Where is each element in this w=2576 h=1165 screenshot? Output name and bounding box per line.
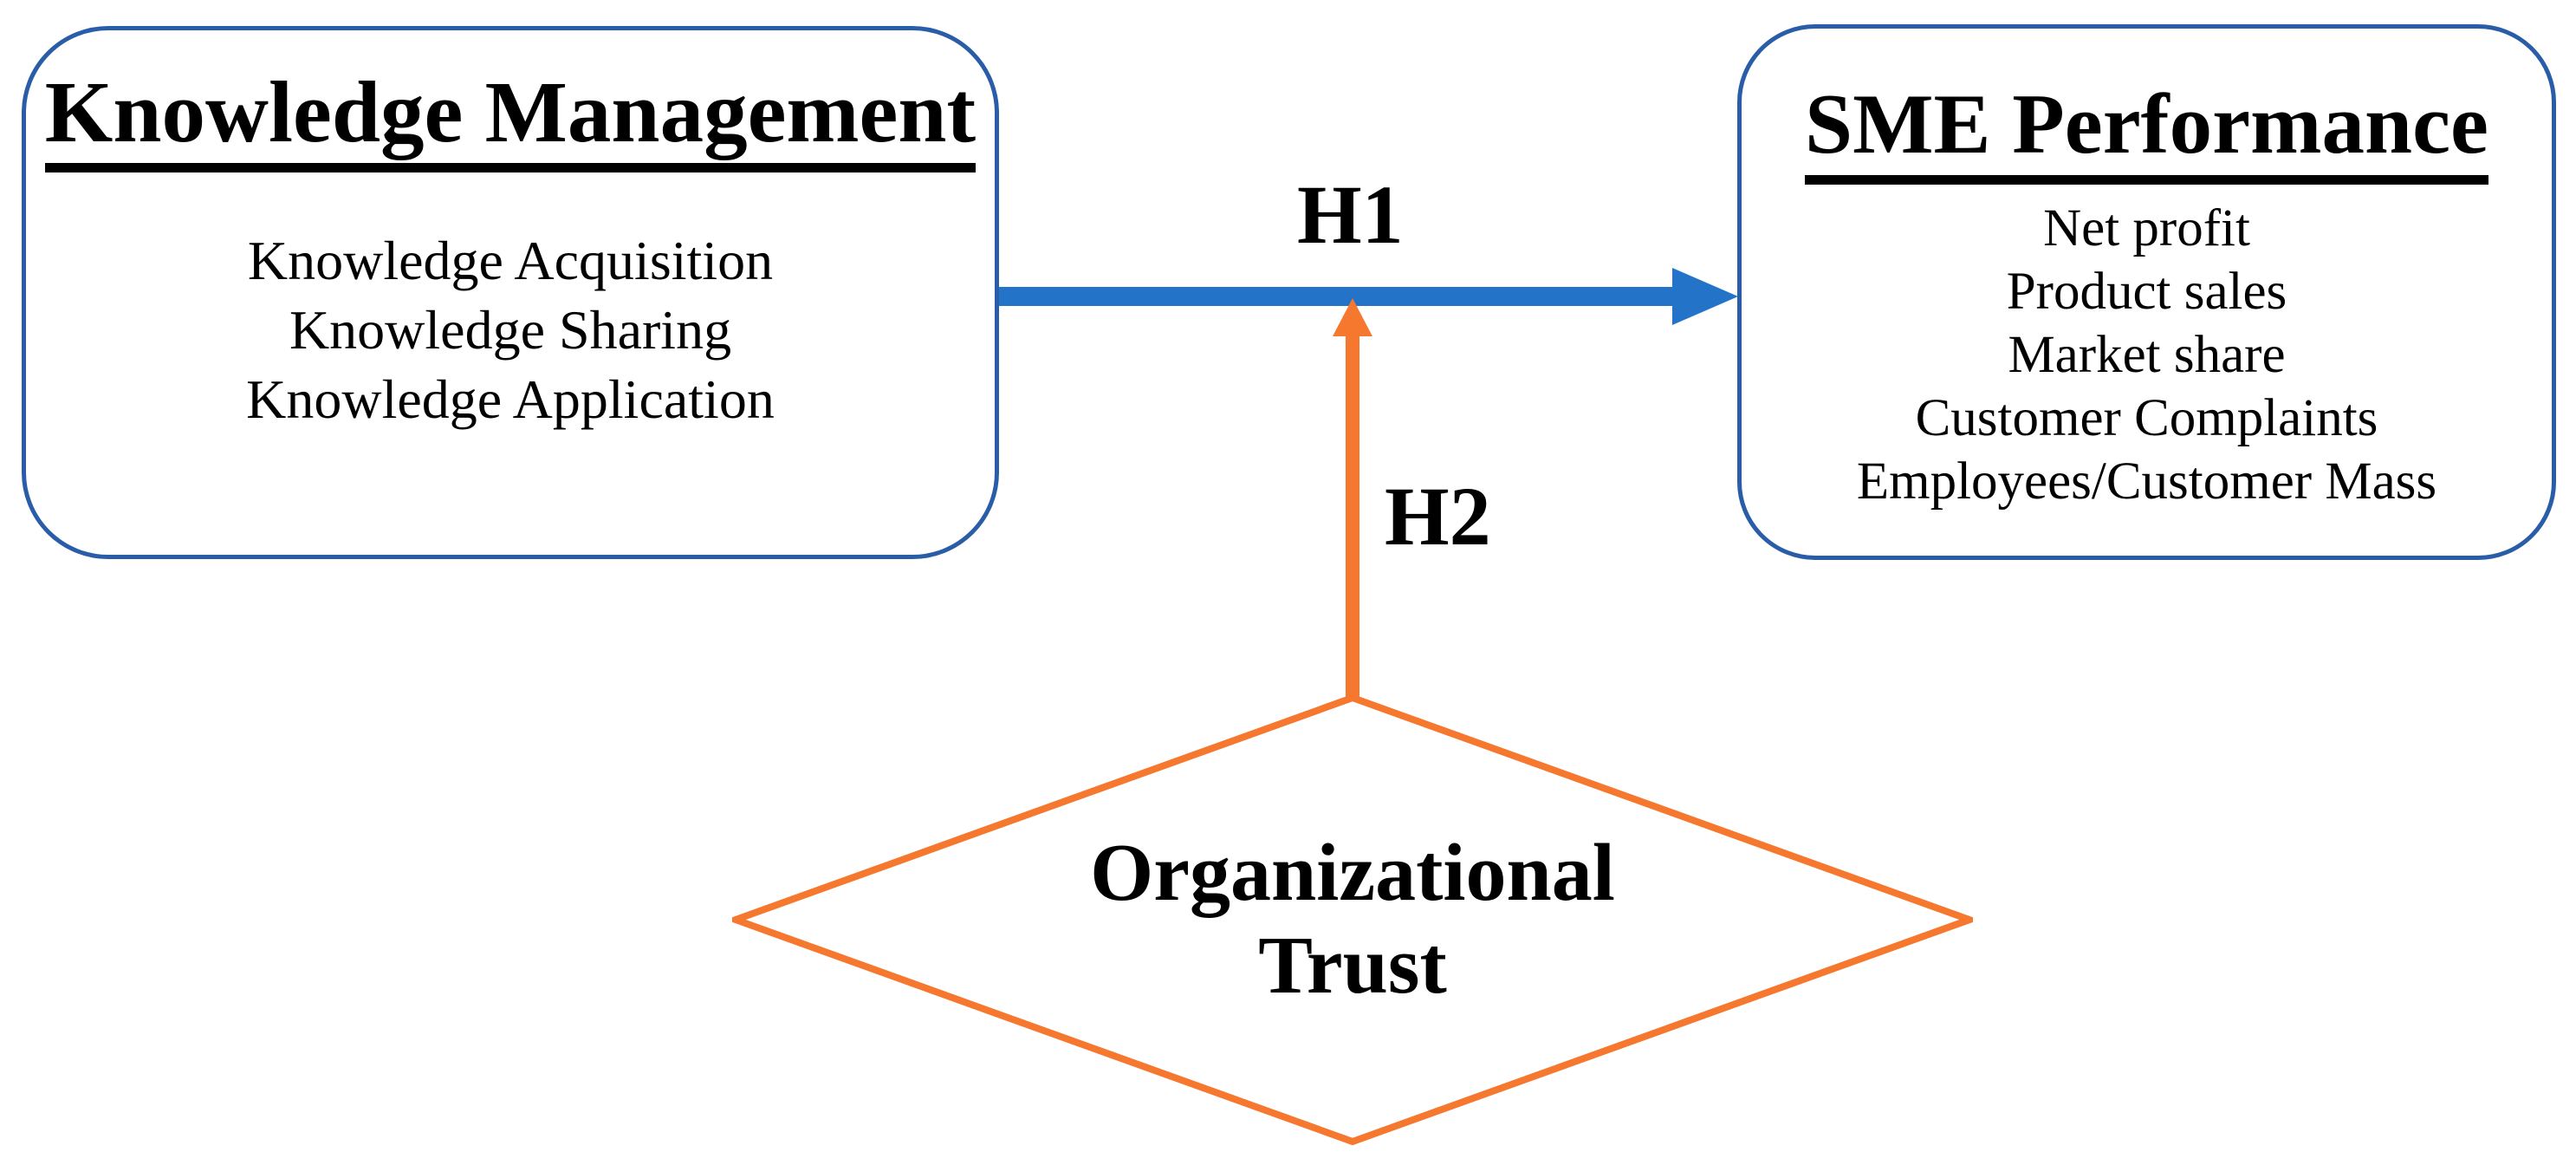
organizational-trust-line2: Trust — [1258, 921, 1447, 1011]
h2-arrow-shaft — [1346, 333, 1359, 700]
list-item: Market share — [2008, 325, 2286, 384]
h1-arrow-head-icon — [1672, 268, 1738, 325]
knowledge-management-list: Knowledge Acquisition Knowledge Sharing … — [246, 226, 775, 434]
diamond-shape — [732, 694, 1973, 1145]
knowledge-management-title: Knowledge Management — [44, 66, 977, 173]
list-item: Knowledge Acquisition — [247, 230, 774, 292]
list-item: Knowledge Application — [246, 368, 775, 431]
list-item: Product sales — [2006, 262, 2287, 321]
h1-label: H1 — [1297, 168, 1404, 261]
h2-arrow-head-icon — [1333, 298, 1372, 336]
list-item: Knowledge Sharing — [289, 299, 732, 361]
sme-performance-title: SME Performance — [1805, 80, 2488, 185]
organizational-trust-label: Organizational Trust — [732, 694, 1973, 1145]
sme-performance-box: SME Performance Net profit Product sales… — [1737, 24, 2556, 560]
sme-performance-list: Net profit Product sales Market share Cu… — [1857, 197, 2436, 513]
h1-arrow-shaft — [999, 287, 1674, 306]
organizational-trust-diamond: Organizational Trust — [732, 694, 1973, 1145]
list-item: Customer Complaints — [1915, 388, 2378, 447]
knowledge-management-box: Knowledge Management Knowledge Acquisiti… — [22, 26, 999, 559]
list-item: Net profit — [2043, 199, 2250, 257]
h2-label: H2 — [1385, 470, 1491, 563]
organizational-trust-line1: Organizational — [1090, 828, 1615, 918]
list-item: Employees/Customer Mass — [1856, 452, 2437, 511]
